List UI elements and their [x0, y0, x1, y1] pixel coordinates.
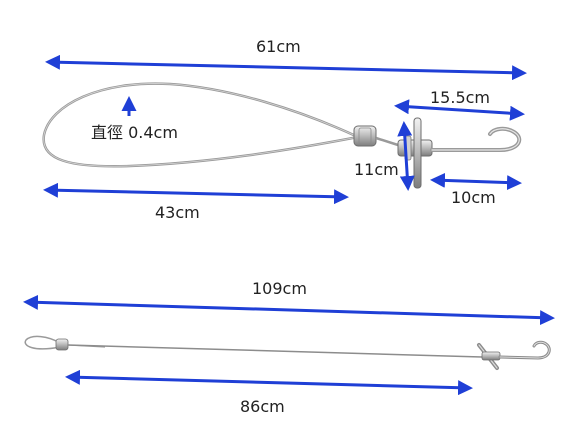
- full-wire: [67, 344, 483, 358]
- full-view: 109cm 86cm: [23, 279, 555, 416]
- hook-section-arrow: [394, 99, 525, 121]
- loop-length-arrow: [43, 182, 349, 205]
- total-length-arrow: [45, 54, 527, 81]
- full-wire-loop: [24, 335, 61, 350]
- crossbar-width-label: 10cm: [451, 188, 496, 207]
- detail-view: 61cm 15.5cm 直徑 0.4cm 11cm 10cm: [42, 37, 527, 222]
- loop-length-label: 43cm: [155, 203, 200, 222]
- full-hook: [498, 340, 551, 360]
- wire-length-label: 86cm: [240, 397, 285, 416]
- wire-length-arrow: [65, 369, 473, 396]
- crossbar-height-label: 11cm: [354, 160, 399, 179]
- cable-clamp: [353, 125, 377, 147]
- overall-length-arrow: [23, 294, 555, 326]
- full-crossbar: [477, 343, 501, 370]
- wire-diameter-label: 直徑 0.4cm: [91, 123, 178, 142]
- crossbar-width-arrow: [430, 172, 522, 191]
- total-length-label: 61cm: [256, 37, 301, 56]
- hook-section-label: 15.5cm: [430, 88, 490, 107]
- full-cable-clamp: [55, 338, 69, 351]
- overall-length-label: 109cm: [252, 279, 307, 298]
- metal-hook: [430, 126, 522, 152]
- crossbar-height-arrow: [397, 121, 415, 191]
